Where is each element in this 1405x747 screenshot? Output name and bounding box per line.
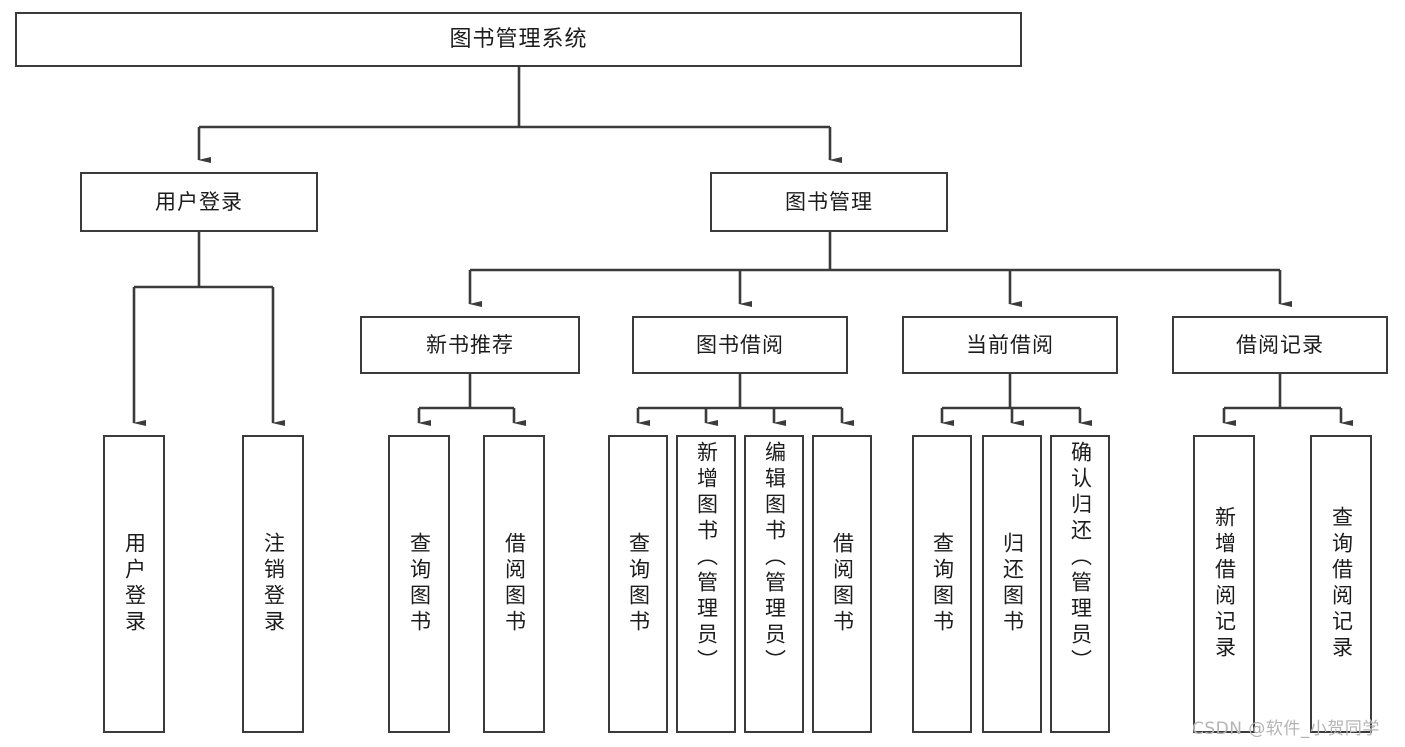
node-leaf-query-books-current-label: 查询图书: [930, 532, 955, 636]
node-borrow-record[interactable]: 借阅记录: [1172, 316, 1388, 374]
node-leaf-confirm-return-admin[interactable]: 确认归还（管理员）: [1050, 435, 1110, 733]
node-leaf-logout-login-label: 注销登录: [261, 532, 286, 636]
node-leaf-return-books[interactable]: 归还图书: [982, 435, 1042, 733]
node-leaf-borrow-books-recommend[interactable]: 借阅图书: [483, 435, 545, 733]
node-leaf-borrow-books-borrow-label: 借阅图书: [830, 532, 855, 636]
node-leaf-borrow-books-borrow[interactable]: 借阅图书: [812, 435, 872, 733]
node-leaf-query-borrow-record-label: 查询借阅记录: [1329, 506, 1354, 662]
node-leaf-query-books-recommend[interactable]: 查询图书: [388, 435, 450, 733]
node-user-login-label: 用户登录: [155, 189, 243, 214]
node-leaf-user-login[interactable]: 用户登录: [103, 435, 165, 733]
node-user-login[interactable]: 用户登录: [80, 172, 318, 232]
node-book-borrow-label: 图书借阅: [696, 332, 784, 357]
node-book-borrow[interactable]: 图书借阅: [632, 316, 848, 374]
node-new-book-recommend[interactable]: 新书推荐: [360, 316, 580, 374]
node-leaf-add-borrow-record-label: 新增借阅记录: [1212, 506, 1237, 662]
node-borrow-record-label: 借阅记录: [1236, 332, 1324, 357]
node-leaf-query-borrow-record[interactable]: 查询借阅记录: [1310, 435, 1372, 733]
node-leaf-borrow-books-recommend-label: 借阅图书: [502, 532, 527, 636]
node-leaf-query-books-recommend-label: 查询图书: [407, 532, 432, 636]
node-leaf-query-books-borrow[interactable]: 查询图书: [608, 435, 668, 733]
node-leaf-return-books-label: 归还图书: [1000, 532, 1025, 636]
node-leaf-add-book-admin[interactable]: 新增图书（管理员）: [676, 435, 736, 733]
node-book-manage-label: 图书管理: [785, 189, 873, 214]
node-leaf-query-books-borrow-label: 查询图书: [626, 532, 651, 636]
node-leaf-logout-login[interactable]: 注销登录: [242, 435, 304, 733]
node-book-manage[interactable]: 图书管理: [710, 172, 948, 232]
node-new-book-recommend-label: 新书推荐: [426, 332, 514, 357]
node-leaf-query-books-current[interactable]: 查询图书: [912, 435, 972, 733]
node-leaf-user-login-label: 用户登录: [122, 532, 147, 636]
node-current-borrow-label: 当前借阅: [966, 332, 1054, 357]
node-leaf-confirm-return-admin-label: 确认归还（管理员）: [1068, 441, 1093, 675]
node-root[interactable]: 图书管理系统: [15, 12, 1022, 67]
csdn-watermark: CSDN @软件_小贺同学: [1192, 719, 1380, 739]
node-current-borrow[interactable]: 当前借阅: [902, 316, 1118, 374]
node-leaf-edit-book-admin-label: 编辑图书（管理员）: [762, 441, 787, 675]
node-leaf-add-borrow-record[interactable]: 新增借阅记录: [1193, 435, 1255, 733]
node-leaf-add-book-admin-label: 新增图书（管理员）: [694, 441, 719, 675]
node-root-label: 图书管理系统: [449, 26, 588, 52]
node-leaf-edit-book-admin[interactable]: 编辑图书（管理员）: [744, 435, 804, 733]
